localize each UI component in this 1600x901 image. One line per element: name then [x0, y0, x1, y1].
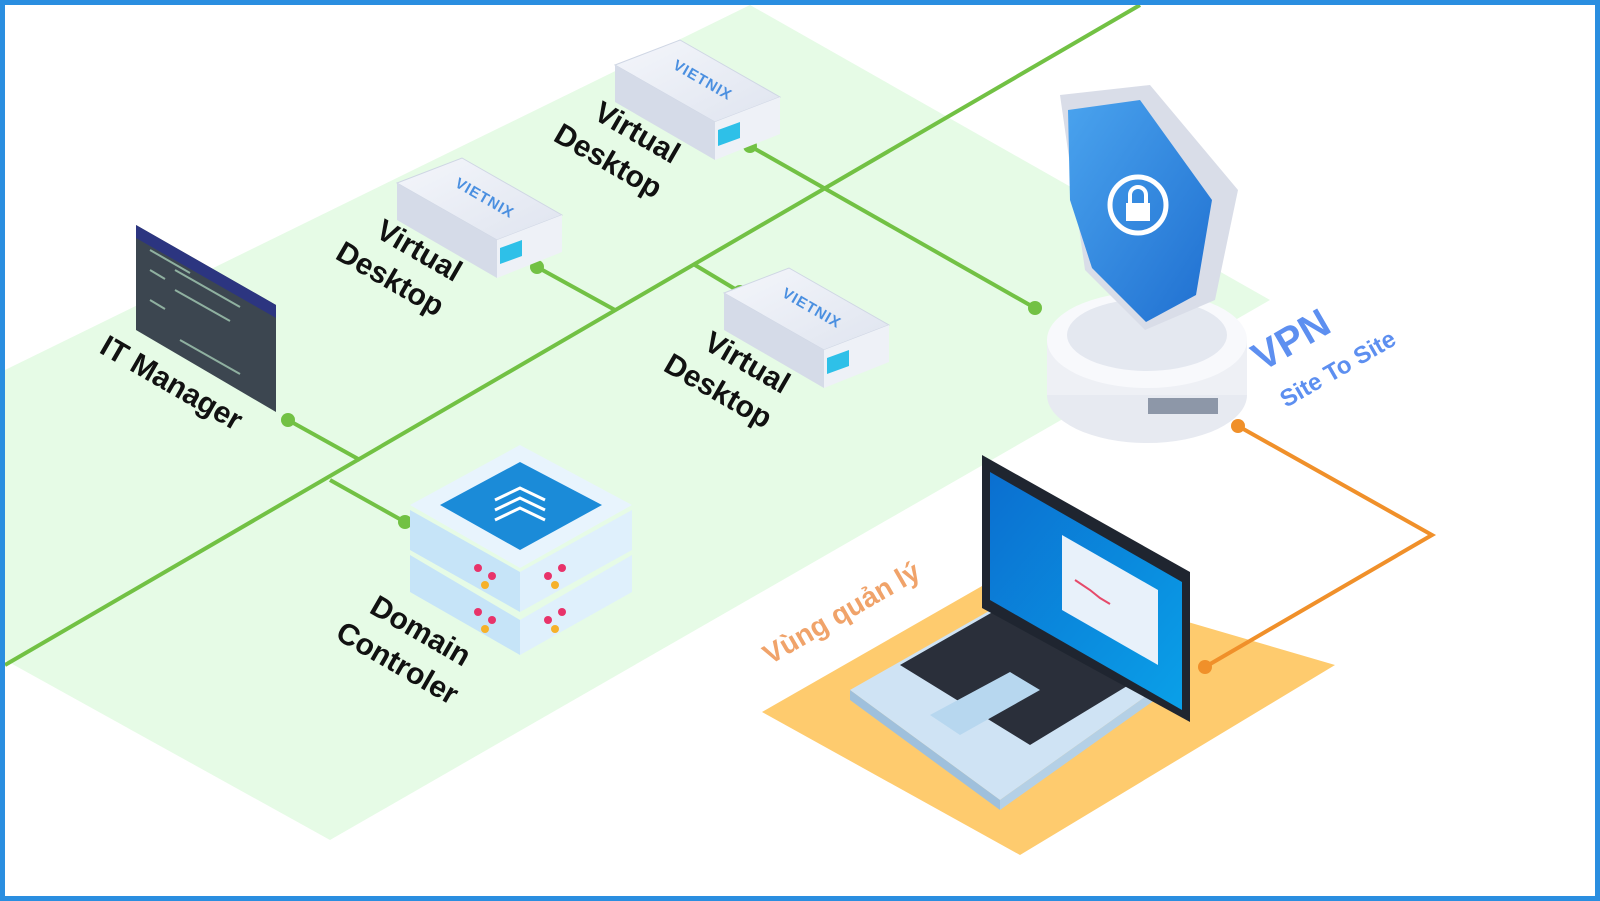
link-virtual-desktop-2 [536, 265, 616, 312]
management-link [1203, 424, 1437, 669]
link-virtual-desktop-1-vpn [749, 144, 1036, 310]
network-zone [5, 5, 1270, 840]
virtual-desktop-3-server-icon[interactable]: VIETNIX [722, 267, 891, 388]
link-virtual-desktop-3 [693, 263, 742, 294]
it-manager-monitor-icon[interactable] [136, 225, 276, 412]
link-domain-controller [329, 478, 406, 524]
laptop-icon[interactable] [850, 455, 1190, 810]
link-it-manager [287, 418, 361, 462]
virtual-desktop-2-server-icon[interactable]: VIETNIX [395, 157, 564, 278]
backbone-line [3, 3, 1142, 667]
domain-controller-server-icon[interactable] [410, 445, 632, 655]
network-links [3, 3, 1142, 667]
vpn-shield-lock-icon[interactable] [1047, 85, 1247, 443]
